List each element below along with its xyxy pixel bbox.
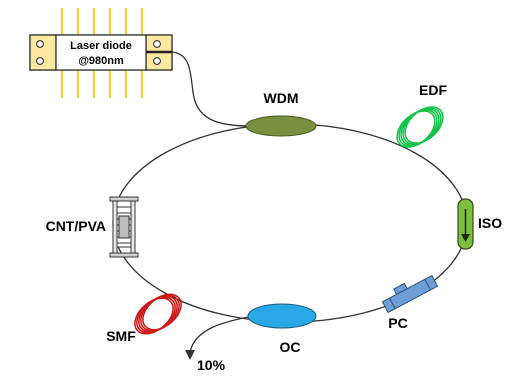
smf-coil bbox=[134, 293, 182, 335]
wdm-coupler bbox=[245, 115, 317, 137]
output-ratio-label: 10% bbox=[197, 357, 226, 373]
cnt-pva-absorber bbox=[109, 196, 139, 258]
wdm-label: WDM bbox=[264, 90, 299, 106]
pc-label: PC bbox=[388, 315, 407, 331]
edf-label: EDF bbox=[419, 82, 447, 98]
cnt-pva-label: CNT/PVA bbox=[46, 218, 106, 234]
iso-label: ISO bbox=[478, 215, 502, 231]
laser-diode-pins bbox=[61, 8, 143, 98]
isolator-arrow-icon bbox=[461, 234, 470, 242]
laser-diode bbox=[29, 34, 173, 71]
laser-wavelength-label: @980nm bbox=[78, 55, 124, 67]
output-arrow-icon bbox=[185, 350, 195, 360]
output-coupler bbox=[247, 303, 317, 329]
isolator bbox=[457, 198, 474, 250]
pump-fiber bbox=[171, 51, 251, 127]
laser-diode-label: Laser diode bbox=[70, 40, 132, 52]
smf-label: SMF bbox=[106, 328, 136, 344]
oc-label: OC bbox=[280, 339, 301, 355]
output-fiber bbox=[189, 315, 255, 353]
polarization-controller bbox=[381, 274, 439, 314]
edf-coil bbox=[396, 106, 444, 148]
